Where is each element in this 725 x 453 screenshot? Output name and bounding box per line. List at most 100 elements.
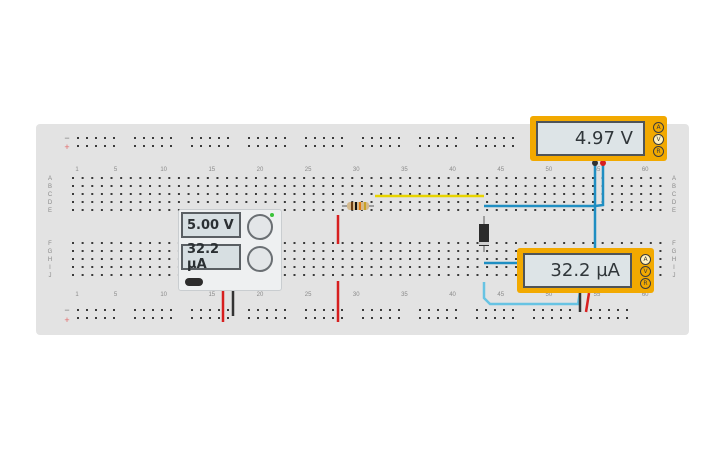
hole[interactable] [283, 209, 286, 211]
hole[interactable] [370, 274, 373, 276]
hole[interactable] [303, 185, 306, 187]
hole[interactable] [476, 201, 479, 203]
hole[interactable] [514, 193, 517, 195]
hole[interactable] [200, 145, 202, 147]
hole[interactable] [72, 201, 74, 203]
hole[interactable] [149, 258, 152, 260]
hole[interactable] [100, 250, 103, 252]
hole[interactable] [409, 250, 412, 252]
hole[interactable] [149, 250, 152, 252]
hole[interactable] [134, 145, 136, 147]
hole[interactable] [226, 185, 229, 187]
hole[interactable] [457, 274, 460, 276]
hole[interactable] [534, 242, 537, 244]
ammeter[interactable]: 32.2 µA A V R [517, 248, 654, 293]
hole[interactable] [332, 266, 335, 268]
hole[interactable] [81, 193, 84, 195]
hole[interactable] [524, 185, 527, 187]
hole[interactable] [389, 258, 392, 260]
hole[interactable] [77, 309, 79, 311]
hole[interactable] [437, 242, 440, 244]
hole[interactable] [611, 193, 614, 195]
hole[interactable] [418, 209, 421, 211]
hole[interactable] [419, 137, 421, 139]
hole[interactable] [95, 317, 97, 319]
hole[interactable] [524, 201, 527, 203]
hole[interactable] [505, 201, 508, 203]
hole[interactable] [503, 145, 505, 147]
hole[interactable] [457, 177, 460, 179]
hole[interactable] [524, 242, 527, 244]
hole[interactable] [495, 242, 498, 244]
hole[interactable] [216, 177, 219, 179]
hole[interactable] [351, 258, 354, 260]
hole[interactable] [543, 242, 546, 244]
hole[interactable] [158, 250, 161, 252]
hole[interactable] [91, 274, 94, 276]
hole[interactable] [370, 242, 373, 244]
hole[interactable] [630, 201, 633, 203]
hole[interactable] [293, 193, 296, 195]
hole[interactable] [245, 193, 248, 195]
hole[interactable] [495, 209, 498, 211]
hole[interactable] [380, 242, 383, 244]
hole[interactable] [227, 309, 229, 311]
hole[interactable] [505, 242, 508, 244]
hole[interactable] [389, 137, 391, 139]
hole[interactable] [284, 145, 286, 147]
hole[interactable] [158, 266, 161, 268]
hole[interactable] [323, 145, 325, 147]
hole[interactable] [466, 242, 469, 244]
hole[interactable] [129, 193, 132, 195]
hole[interactable] [303, 250, 306, 252]
hole[interactable] [362, 317, 364, 319]
hole[interactable] [418, 201, 421, 203]
hole[interactable] [399, 274, 402, 276]
hole[interactable] [86, 309, 88, 311]
hole[interactable] [91, 201, 94, 203]
hole[interactable] [389, 185, 392, 187]
hole[interactable] [100, 177, 103, 179]
hole[interactable] [543, 185, 546, 187]
hole[interactable] [200, 137, 202, 139]
hole[interactable] [266, 137, 268, 139]
hole[interactable] [235, 185, 238, 187]
hole[interactable] [611, 177, 614, 179]
hole[interactable] [332, 193, 335, 195]
hole[interactable] [447, 250, 450, 252]
hole[interactable] [293, 201, 296, 203]
hole[interactable] [569, 309, 571, 311]
hole[interactable] [495, 201, 498, 203]
hole[interactable] [72, 209, 74, 211]
hole[interactable] [206, 201, 209, 203]
voltmeter[interactable]: 4.97 V A V R [530, 116, 667, 161]
hole[interactable] [139, 209, 142, 211]
hole[interactable] [659, 209, 662, 211]
power-switch[interactable] [185, 278, 203, 286]
hole[interactable] [191, 309, 193, 311]
hole[interactable] [218, 309, 220, 311]
hole[interactable] [428, 250, 431, 252]
hole[interactable] [303, 209, 306, 211]
hole[interactable] [149, 201, 152, 203]
hole[interactable] [312, 258, 315, 260]
hole[interactable] [81, 250, 84, 252]
hole[interactable] [168, 177, 171, 179]
hole[interactable] [447, 258, 450, 260]
hole[interactable] [104, 145, 106, 147]
hole[interactable] [505, 266, 508, 268]
hole[interactable] [120, 177, 123, 179]
hole[interactable] [572, 201, 575, 203]
hole[interactable] [437, 266, 440, 268]
hole[interactable] [283, 193, 286, 195]
hole[interactable] [553, 201, 556, 203]
hole[interactable] [197, 177, 200, 179]
hole[interactable] [314, 309, 316, 311]
hole[interactable] [100, 185, 103, 187]
hole[interactable] [187, 185, 190, 187]
hole[interactable] [640, 177, 643, 179]
hole[interactable] [341, 266, 344, 268]
hole[interactable] [592, 209, 595, 211]
hole[interactable] [332, 137, 334, 139]
hole[interactable] [437, 250, 440, 252]
